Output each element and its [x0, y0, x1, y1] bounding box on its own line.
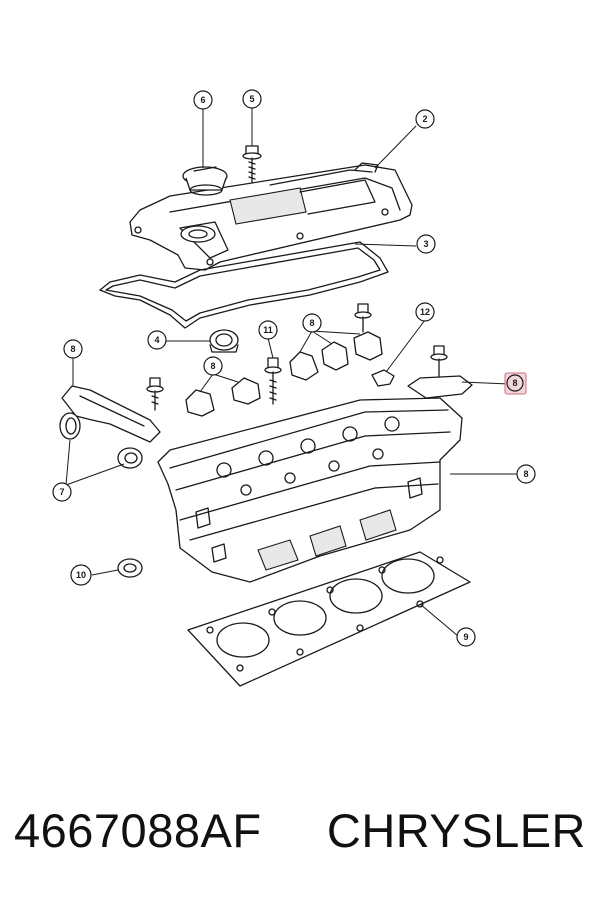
- callout-4[interactable]: 4: [147, 330, 167, 350]
- head-bolt-top: [354, 303, 372, 333]
- part-caption: 4667088AF CHRYSLER: [0, 795, 600, 865]
- cylinder-head: [157, 397, 463, 583]
- brand-name: CHRYSLER: [326, 803, 586, 857]
- svg-text:12: 12: [420, 307, 430, 317]
- callout-3[interactable]: 3: [416, 234, 436, 254]
- head-bolt-11: [264, 357, 282, 405]
- cover-bolt: [242, 145, 262, 183]
- svg-text:9: 9: [463, 632, 468, 642]
- svg-text:3: 3: [423, 239, 428, 249]
- svg-text:8: 8: [523, 469, 528, 479]
- valve-cover-gasket: [99, 241, 389, 329]
- oil-filler-cap: [182, 166, 228, 196]
- callout-8-highlighted[interactable]: 8: [504, 372, 527, 395]
- camshaft-seals: [59, 412, 143, 469]
- svg-text:5: 5: [249, 94, 254, 104]
- svg-text:8: 8: [309, 318, 314, 328]
- valve-cover: [129, 162, 413, 271]
- callout-8-right[interactable]: 8: [516, 464, 536, 484]
- svg-text:11: 11: [263, 325, 273, 335]
- spark-plug-tube-seal: [209, 329, 239, 353]
- head-gasket: [187, 551, 471, 687]
- callout-6[interactable]: 6: [193, 90, 213, 110]
- svg-text:6: 6: [200, 95, 205, 105]
- callout-12[interactable]: 12: [415, 302, 435, 322]
- head-bolt-right: [430, 345, 448, 379]
- callout-11[interactable]: 11: [258, 320, 278, 340]
- head-bolt-left: [146, 377, 164, 411]
- svg-text:8: 8: [210, 361, 215, 371]
- svg-text:7: 7: [59, 487, 64, 497]
- svg-text:8: 8: [512, 378, 517, 388]
- svg-text:4: 4: [154, 335, 159, 345]
- callout-7[interactable]: 7: [52, 482, 72, 502]
- callout-8-top[interactable]: 8: [302, 313, 322, 333]
- cylinder-head-exploded-diagram: 6 5 2 3 4 11 8 12 8 8 8 8: [52, 89, 536, 687]
- callout-5[interactable]: 5: [242, 89, 262, 109]
- leader-lines: [65, 108, 517, 637]
- svg-text:2: 2: [422, 114, 427, 124]
- bearing-caps-group: [61, 331, 473, 443]
- callout-10[interactable]: 10: [70, 564, 92, 586]
- svg-text:10: 10: [76, 570, 86, 580]
- svg-text:8: 8: [70, 344, 75, 354]
- rocker-fulcrum: [371, 369, 395, 387]
- callout-9[interactable]: 9: [456, 627, 476, 647]
- callout-8-left[interactable]: 8: [63, 339, 83, 359]
- part-number: 4667088AF: [14, 803, 262, 857]
- callout-8-middle[interactable]: 8: [203, 356, 223, 376]
- plug-seal: [117, 558, 143, 578]
- callout-2[interactable]: 2: [415, 109, 435, 129]
